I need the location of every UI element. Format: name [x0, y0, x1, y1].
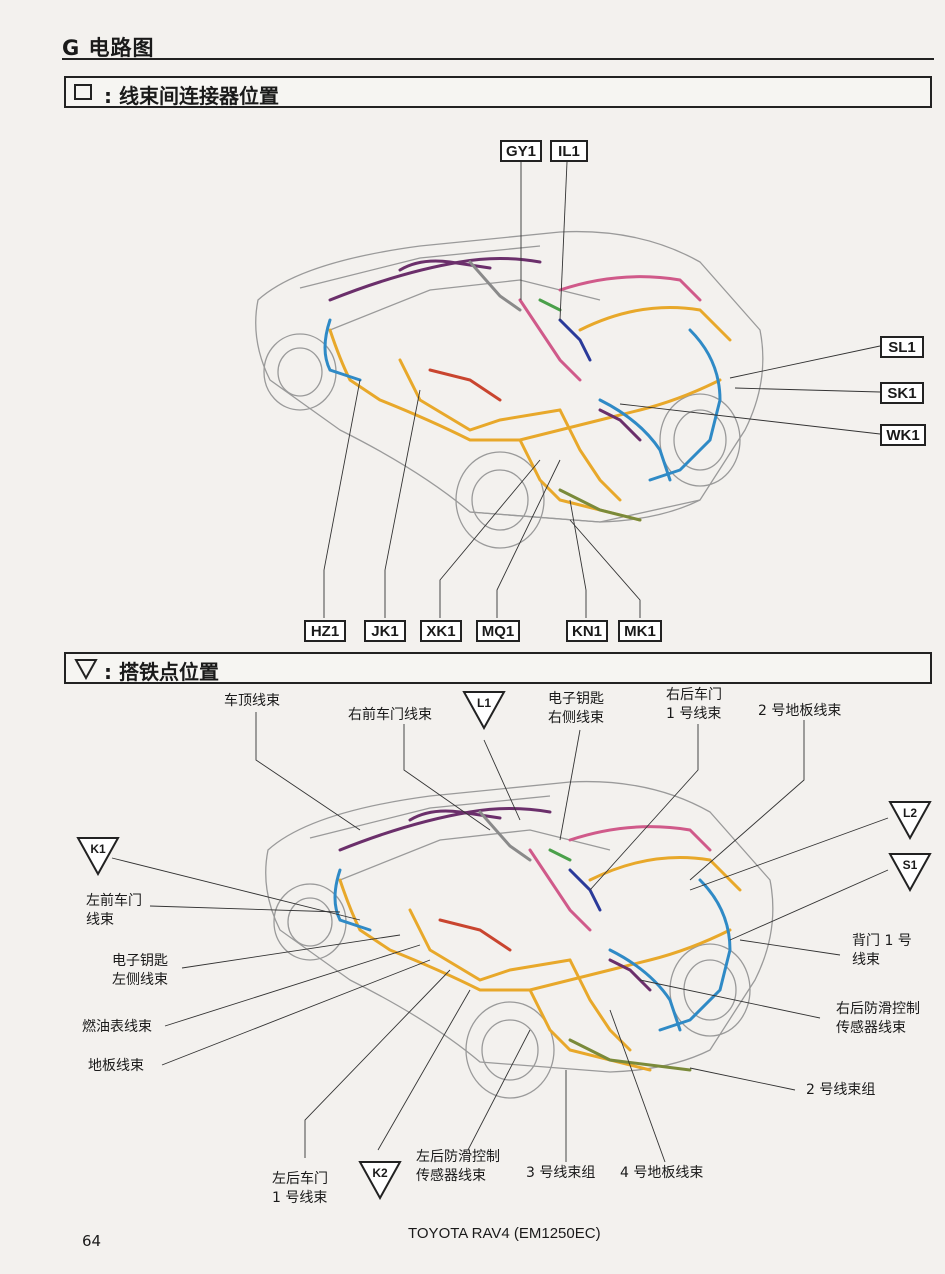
upper-car-outline [255, 230, 764, 549]
ground-point-l1: L1 [462, 690, 506, 730]
lower-car-outline [265, 780, 774, 1099]
label-group2-harness: 2 号线束组 [806, 1082, 876, 1098]
page-number: 64 [82, 1232, 102, 1250]
upper-leader-lines [323, 161, 881, 618]
section1-title: : 线束间连接器位置 [104, 84, 279, 108]
upper-car-harness [323, 257, 732, 522]
label-ekey-right-harness: 电子钥匙 右侧线束 [548, 691, 604, 726]
label-roof-harness: 车顶线束 [224, 693, 280, 709]
connector-mk1: MK1 [618, 620, 662, 642]
ground-point-l1-label: L1 [476, 696, 491, 710]
ground-point-k1-label: K1 [90, 842, 106, 856]
label-lr-abs-harness: 左后防滑控制 传感器线束 [416, 1149, 500, 1184]
lower-car-harness [333, 807, 742, 1072]
document-title: TOYOTA RAV4 (EM1250EC) [408, 1225, 601, 1242]
square-symbol-icon [74, 84, 92, 100]
connector-sl1: SL1 [880, 336, 924, 358]
label-ekey-left-harness: 电子钥匙 左侧线束 [112, 953, 168, 988]
ground-point-l2: L2 [888, 800, 932, 840]
lower-leader-lines [111, 712, 889, 1163]
ground-point-k2: K2 [358, 1160, 402, 1200]
chapter-rule [62, 58, 934, 60]
ground-point-l2-label: L2 [902, 806, 917, 820]
connector-kn1: KN1 [566, 620, 608, 642]
connector-sk1: SK1 [880, 382, 924, 404]
connector-gy1: GY1 [500, 140, 542, 162]
section-ground-location: : 搭铁点位置 [64, 652, 932, 684]
label-rr-abs-harness: 右后防滑控制 传感器线束 [836, 1001, 920, 1036]
connector-il1: IL1 [550, 140, 588, 162]
ground-point-s1-label: S1 [902, 858, 918, 872]
ground-point-k1: K1 [76, 836, 120, 876]
connector-mq1: MQ1 [476, 620, 520, 642]
label-floor2-harness: 2 号地板线束 [758, 703, 842, 719]
connector-hz1: HZ1 [304, 620, 346, 642]
label-group3-harness: 3 号线束组 [526, 1165, 596, 1181]
label-rf-door-harness: 右前车门线束 [348, 707, 432, 723]
label-back-door-harness: 背门 1 号 线束 [852, 933, 912, 968]
label-fuel-gauge-harness: 燃油表线束 [82, 1019, 152, 1035]
section2-title: : 搭铁点位置 [104, 660, 219, 684]
connector-jk1: JK1 [364, 620, 406, 642]
connector-wk1: WK1 [880, 424, 926, 446]
label-lr-door-harness: 左后车门 1 号线束 [272, 1171, 328, 1206]
label-floor4-harness: 4 号地板线束 [620, 1165, 704, 1181]
section-connector-location: : 线束间连接器位置 [64, 76, 932, 108]
triangle-symbol-icon [74, 659, 98, 680]
label-lf-door-harness: 左前车门 线束 [86, 893, 142, 928]
label-rr-door-harness: 右后车门 1 号线束 [666, 687, 722, 722]
ground-point-s1: S1 [888, 852, 932, 892]
connector-xk1: XK1 [420, 620, 462, 642]
chapter-title: G 电路图 [62, 36, 155, 60]
ground-point-k2-label: K2 [372, 1166, 388, 1180]
label-floor-harness: 地板线束 [88, 1058, 144, 1074]
